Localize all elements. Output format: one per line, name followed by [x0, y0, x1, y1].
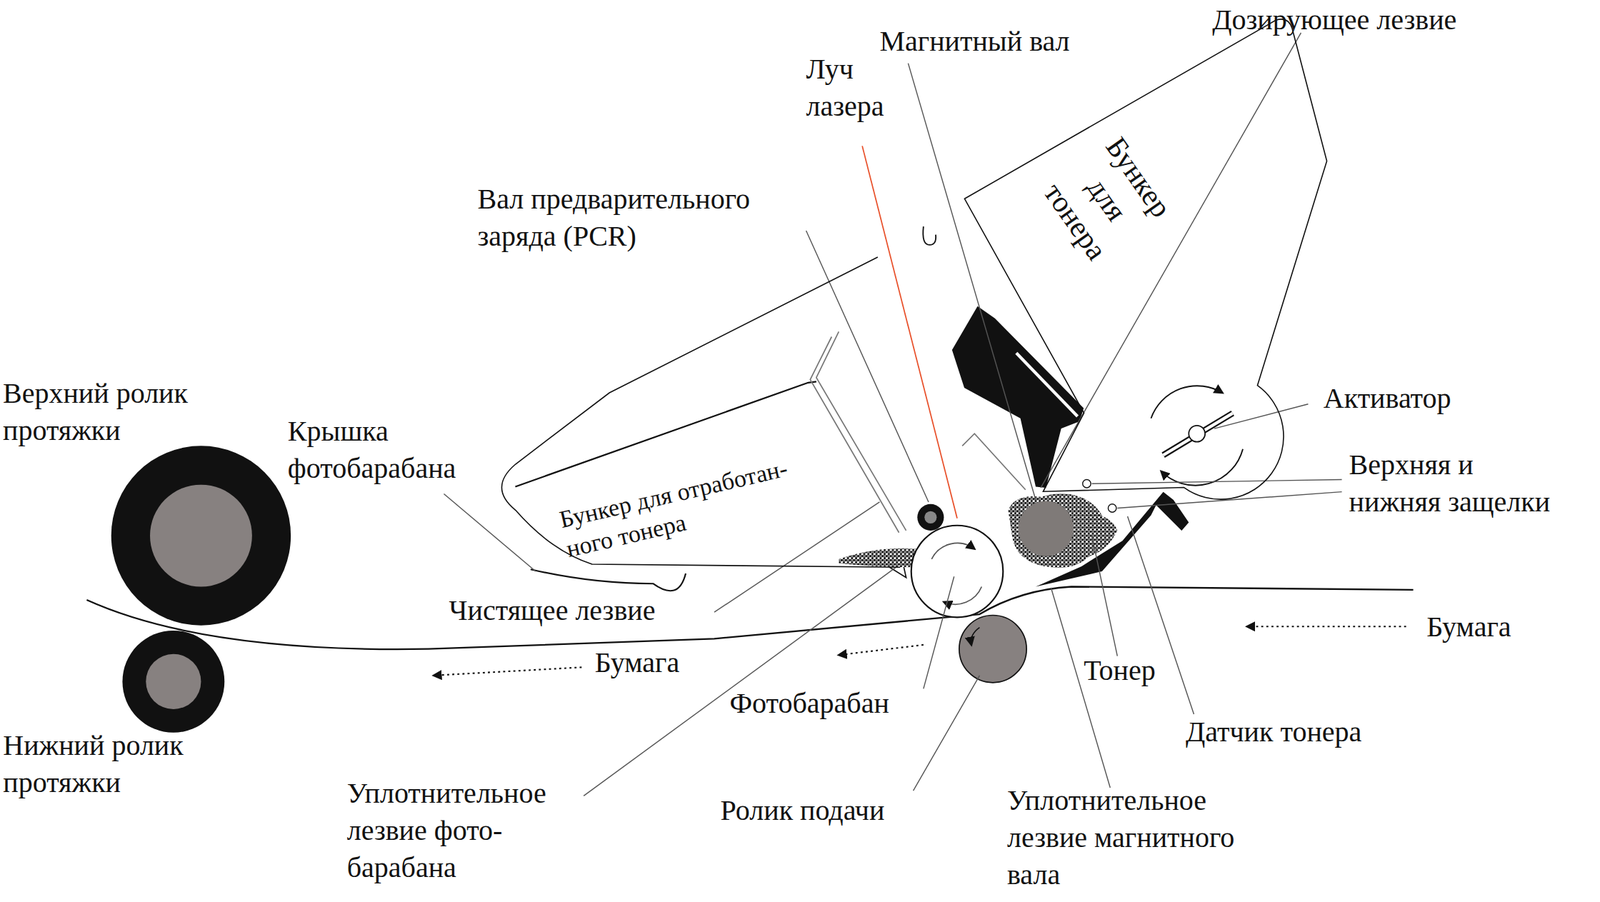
paper-path	[86, 587, 1413, 650]
photodrum	[931, 543, 975, 560]
bunker-node: Бункер для тонера	[949, 10, 1338, 505]
laser-beam	[922, 226, 936, 245]
bunker-outline-path	[501, 257, 900, 568]
leader-lines	[806, 230, 929, 503]
transport-rollers	[145, 654, 201, 710]
bunker-outline	[949, 10, 1338, 505]
paper-path	[838, 645, 924, 655]
waste-bunker-details	[810, 337, 899, 533]
pcr-roller	[917, 504, 944, 531]
part-label: Нижний ролик протяжки	[2, 727, 185, 802]
transport-rollers	[111, 445, 291, 625]
latches	[1082, 480, 1091, 488]
activator	[1163, 413, 1233, 456]
doctor-blade	[952, 306, 1084, 488]
part-label: Тонер	[1083, 652, 1156, 690]
part-label: Верхняя и нижняя защелки	[1349, 446, 1553, 521]
waste-bunker-details	[515, 331, 918, 591]
bunker-outline-path	[964, 19, 1327, 500]
photodrum	[911, 525, 1004, 618]
latches	[1082, 480, 1117, 513]
part-label: Чистящее лезвие	[449, 592, 656, 630]
part-label: Магнитный вал	[879, 22, 1070, 60]
leader-lines	[1214, 404, 1308, 429]
leader-lines	[1117, 492, 1342, 509]
part-label: Луч лазера	[806, 50, 887, 125]
part-label: Дозирующее лезвие	[1212, 1, 1457, 39]
leader-lines	[913, 675, 980, 791]
feed-roller	[959, 615, 1027, 683]
sealing-blade	[1035, 492, 1189, 588]
part-label: Активатор	[1323, 380, 1452, 418]
bunker-title: Бункер для тонера	[1034, 129, 1181, 270]
bunker-node: Бункер для отработан- ного тонера	[490, 250, 914, 577]
leader-lines	[1050, 587, 1110, 788]
laser-beam	[862, 145, 958, 518]
paper-path	[86, 587, 1413, 676]
waste-bunker-details	[530, 569, 686, 591]
transport-rollers	[111, 445, 291, 733]
feed-roller	[959, 615, 1027, 683]
leader-lines	[443, 494, 536, 573]
toner-and-magnetic-roller	[1018, 501, 1074, 557]
transport-rollers	[150, 485, 253, 588]
part-label: Вал предварительного заряда (PCR)	[477, 180, 753, 255]
part-label: Фотобарабан	[729, 685, 889, 723]
feed-roller	[971, 627, 980, 645]
activator	[1161, 449, 1243, 486]
part-label: Крышка фотобарабана	[287, 412, 458, 488]
part-label: Уплотнительное лезвие фото- барабана	[347, 775, 549, 887]
bunker-title: Бункер для отработан- ного тонера	[557, 445, 831, 565]
leader-lines	[1092, 480, 1343, 485]
part-label: Бумага	[1426, 608, 1511, 646]
part-label: Датчик тонера	[1185, 713, 1362, 751]
leader-lines	[923, 576, 955, 689]
pcr-roller	[924, 511, 937, 524]
part-label: Верхний ролик протяжки	[2, 375, 190, 450]
activator	[1188, 425, 1205, 443]
latches	[1107, 504, 1116, 513]
activator	[1150, 385, 1243, 485]
part-label: Уплотнительное лезвие магнитного вала	[1007, 782, 1237, 894]
doctor-blade	[952, 306, 1084, 490]
photodrum	[911, 525, 1004, 618]
pcr-roller	[917, 504, 944, 531]
sealing-blade	[1035, 492, 1189, 588]
leader-lines	[1092, 535, 1118, 657]
activator	[1163, 413, 1233, 456]
part-label: Ролик подачи	[720, 792, 885, 830]
waste-bunker-details	[816, 331, 907, 531]
photodrum	[943, 587, 982, 605]
transport-rollers	[122, 630, 225, 733]
paper-path	[1247, 625, 1407, 628]
waste-bunker-details	[838, 548, 918, 568]
paper-path	[433, 667, 582, 675]
activator	[1150, 385, 1223, 419]
leader-lines	[443, 32, 1342, 797]
leader-lines	[907, 63, 1036, 500]
part-label: Бумага	[595, 644, 680, 682]
doctor-blade	[962, 433, 1026, 490]
laser-beam	[862, 145, 958, 518]
